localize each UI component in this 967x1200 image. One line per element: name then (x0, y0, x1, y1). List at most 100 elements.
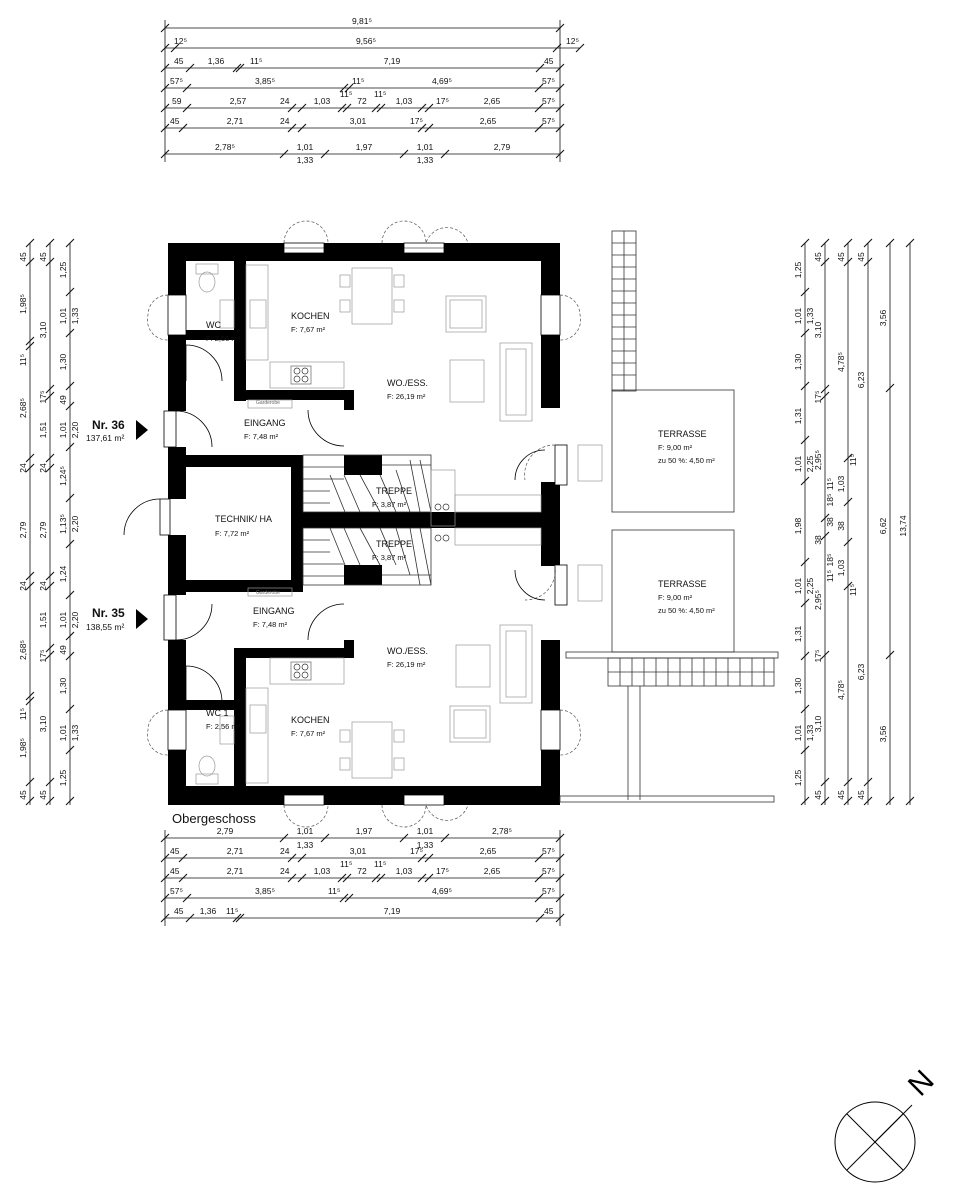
dim-label: 1,01 (417, 142, 434, 152)
dim-label: 12⁵ (566, 36, 579, 46)
room-name: WO./ESS. (387, 646, 428, 656)
entrance-door (163, 410, 213, 448)
dim-label: 11⁵ (18, 708, 28, 720)
wc-door (185, 665, 223, 703)
dim-label: 1,03 (836, 475, 846, 492)
dim-label: 49 (58, 645, 68, 655)
dim-label: 1,33 (297, 840, 314, 850)
room-name: WO./ESS. (387, 378, 428, 388)
dim-label: 2,79 (217, 826, 234, 836)
dim-label: 2,20 (70, 611, 80, 628)
dim-label: 57⁵ (542, 886, 555, 896)
dim-label: 1,33 (417, 155, 434, 165)
dim-label: 45 (836, 790, 846, 800)
dim-label: 18⁵ (825, 554, 835, 567)
dim-label: 3,10 (38, 321, 48, 338)
dim-label: 45 (836, 252, 846, 262)
wc-door (185, 344, 223, 382)
interior-walls (168, 261, 382, 788)
dim-label: 11⁵ (848, 584, 858, 596)
dim-label: 1,25 (793, 261, 803, 278)
dim-label: 45 (174, 56, 184, 66)
dim-label: 17⁵ (38, 391, 48, 404)
window (540, 709, 581, 756)
room-name: TECHNIK/ HA (215, 514, 272, 524)
dim-label: 1,36 (208, 56, 225, 66)
window (381, 220, 469, 254)
dim-label: 45 (813, 252, 823, 262)
dim-label: 1,51 (38, 421, 48, 438)
dim-label: 1,31 (793, 407, 803, 424)
dim-label: 1,01 (793, 577, 803, 594)
dim-label: 45 (170, 866, 180, 876)
unit-marker-35: Nr. 35 138,55 m² (86, 606, 148, 632)
dim-label: 6,23 (856, 663, 866, 680)
dim-label: 12⁵ (174, 36, 187, 46)
dim-label: 2,78⁵ (492, 826, 512, 836)
dim-label: 3,10 (813, 715, 823, 732)
terrace-south (559, 529, 779, 803)
dim-label: 1,31 (793, 625, 803, 642)
dim-label: 3,56 (878, 725, 888, 742)
dim-label: 3,10 (813, 321, 823, 338)
dim-label: 17⁵ (410, 846, 423, 856)
room-labels-south: WC 1 F: 2,56 m² KOCHEN F: 7,67 m² WO./ES… (206, 539, 715, 738)
dim-label: 1,03 (396, 866, 413, 876)
technik-label: TECHNIK/ HA F: 7,72 m² (215, 514, 272, 538)
dim-label: 24 (38, 463, 48, 473)
dim-label: 1,01 (58, 724, 68, 741)
dim-label: 45 (856, 790, 866, 800)
window (524, 564, 568, 606)
dim-label: 45 (813, 790, 823, 800)
room-area: F: 3,87 m² (372, 500, 407, 509)
dim-label: 2,20 (70, 421, 80, 438)
dim-label: 11⁵ (250, 56, 262, 66)
dim-label: 1,25 (58, 261, 68, 278)
window (147, 709, 187, 756)
floor-label: Obergeschoss (172, 811, 256, 826)
room-area-note: zu 50 %: 4,50 m² (658, 456, 715, 465)
dim-label: 1,01 (793, 455, 803, 472)
dim-label: 4,69⁵ (432, 886, 452, 896)
dim-label: 1,33 (70, 724, 80, 741)
room-area: F: 7,67 m² (291, 729, 326, 738)
dim-label: 1,33 (805, 307, 815, 324)
room-door (307, 603, 345, 641)
dim-label: 1,13⁵ (58, 514, 68, 534)
room-area: F: 9,00 m² (658, 443, 693, 452)
dim-label: 4,78⁵ (836, 352, 846, 372)
dim-label: 24 (280, 116, 290, 126)
dim-label: 2,95⁵ (813, 590, 823, 610)
window (540, 294, 581, 341)
room-area: F: 7,48 m² (244, 432, 279, 441)
dim-label: 45 (170, 846, 180, 856)
dim-label: 1,01 (793, 307, 803, 324)
dim-label: 1,98⁵ (18, 738, 28, 758)
unit-area: 138,55 m² (86, 622, 124, 632)
dim-label: 38 (813, 535, 823, 545)
north-letter: N (902, 1064, 941, 1103)
dimension-labels-bottom: 2,79 1,01 1,33 1,97 1,01 1,33 2,78⁵ 45 2… (170, 826, 555, 916)
dim-label: 24 (280, 866, 290, 876)
dim-label: 45 (856, 252, 866, 262)
dim-label: 7,19 (384, 906, 401, 916)
dim-label: 2,65 (484, 96, 501, 106)
dimension-chains-left (25, 238, 75, 806)
dim-label: 2,78⁵ (215, 142, 235, 152)
dim-label: 2,95⁵ (813, 450, 823, 470)
dim-label: 11⁵ (374, 89, 386, 99)
dim-label: 1,97 (356, 142, 373, 152)
dimension-chains-bottom (160, 830, 565, 926)
dim-label: 11⁵ (18, 354, 28, 366)
dim-label: 2,71 (227, 846, 244, 856)
dim-label: 1,51 (38, 611, 48, 628)
room-name: KOCHEN (291, 715, 330, 725)
dim-label: 38 (825, 517, 835, 527)
room-name: WC (206, 320, 221, 330)
dim-label: 1,01 (297, 826, 314, 836)
dim-label: 3,85⁵ (255, 76, 275, 86)
dim-label: 1,25 (793, 769, 803, 786)
room-area-note: zu 50 %: 4,50 m² (658, 606, 715, 615)
dim-label: 24 (280, 96, 290, 106)
dim-label: 24 (18, 463, 28, 473)
